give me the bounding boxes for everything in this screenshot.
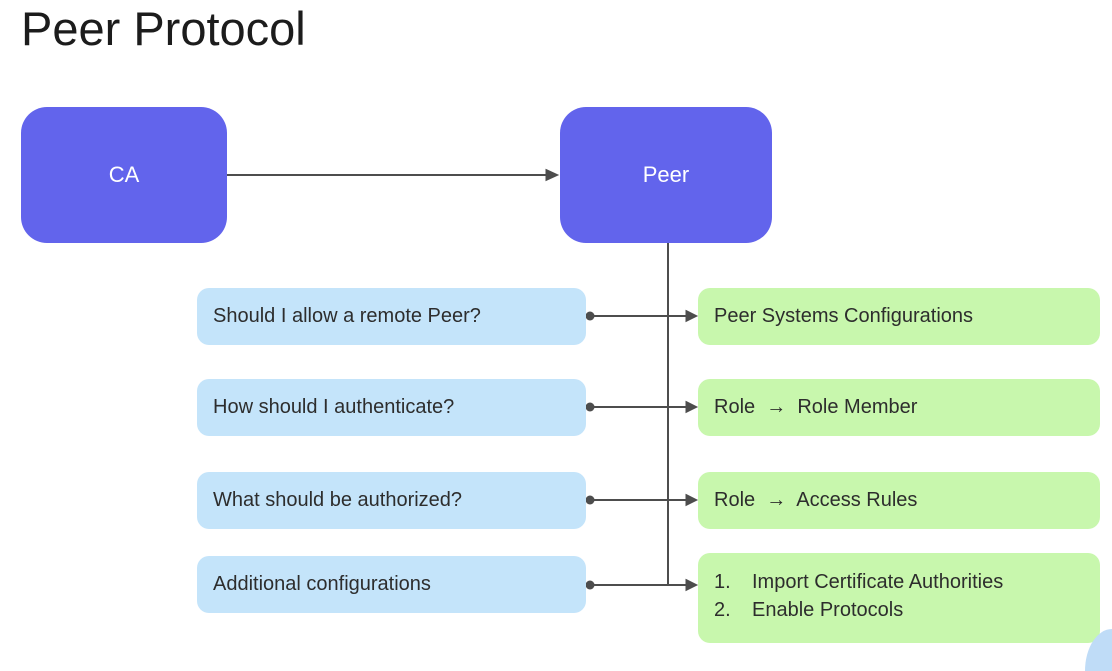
arrowhead-icon xyxy=(685,493,699,507)
ca-node: CA xyxy=(21,107,227,243)
peer-node: Peer xyxy=(560,107,772,243)
connector-dot-icon xyxy=(585,495,595,505)
answer-label: Role → Access Rules xyxy=(714,489,918,511)
ca-to-peer-arrow xyxy=(227,168,560,182)
question-box-3: What should be authorized? xyxy=(197,472,586,529)
list-item: 2. Enable Protocols xyxy=(714,596,1084,624)
arrowhead-icon xyxy=(685,578,699,592)
connector-dot-icon xyxy=(585,580,595,590)
list-marker: 1. xyxy=(714,571,731,593)
list-text: Enable Protocols xyxy=(752,599,904,621)
row-connector-4 xyxy=(585,578,699,592)
peer-node-label: Peer xyxy=(642,162,690,187)
answer-box-4: 1. Import Certificate Authorities 2. Ena… xyxy=(698,553,1100,643)
question-box-1: Should I allow a remote Peer? xyxy=(197,288,586,345)
question-label: Additional configurations xyxy=(213,573,431,595)
question-label: Should I allow a remote Peer? xyxy=(213,305,481,327)
question-box-2: How should I authenticate? xyxy=(197,379,586,436)
row-connector-2 xyxy=(585,400,699,414)
arrowhead-icon xyxy=(685,309,699,323)
connector-dot-icon xyxy=(585,311,595,321)
page-title: Peer Protocol xyxy=(21,2,306,55)
question-label: How should I authenticate? xyxy=(213,396,455,418)
row-connector-1 xyxy=(585,309,699,323)
answer-box-2: Role → Role Member xyxy=(698,379,1100,436)
arrowhead-icon xyxy=(685,400,699,414)
answer-box-1: Peer Systems Configurations xyxy=(698,288,1100,345)
answer-box-3: Role → Access Rules xyxy=(698,472,1100,529)
question-box-4: Additional configurations xyxy=(197,556,586,613)
question-label: What should be authorized? xyxy=(213,489,463,511)
list-marker: 2. xyxy=(714,599,731,621)
answer-label: Peer Systems Configurations xyxy=(714,305,974,327)
arrowhead-icon xyxy=(545,168,560,182)
ca-node-label: CA xyxy=(108,162,140,187)
list-text: Import Certificate Authorities xyxy=(752,571,1004,593)
row-connector-3 xyxy=(585,493,699,507)
answer-label: Role → Role Member xyxy=(714,396,918,418)
connector-dot-icon xyxy=(585,402,595,412)
list-item: 1. Import Certificate Authorities xyxy=(714,568,1084,596)
